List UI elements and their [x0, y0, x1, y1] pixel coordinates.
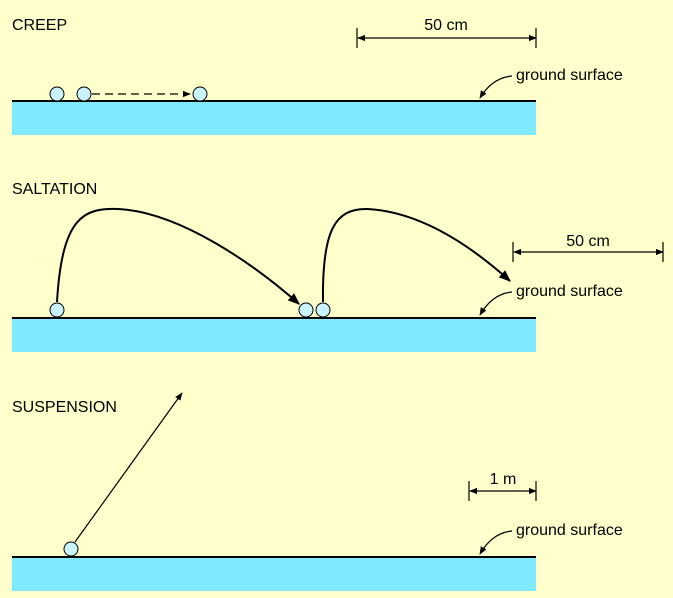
creep-panel: CREEP 50 cm ground surface: [12, 17, 623, 135]
suspension-ground-label: ground surface: [516, 522, 623, 539]
suspension-panel: SUSPENSION 1 m ground surface: [12, 392, 623, 591]
saltation-title: SALTATION: [12, 181, 97, 198]
saltation-panel: SALTATION 50 cm ground surface: [12, 181, 664, 352]
saltation-grain: [49, 302, 65, 318]
creep-grain: [192, 86, 208, 102]
saltation-grain: [298, 302, 314, 318]
suspension-trajectory-arrow: [74, 392, 183, 543]
suspension-ground-label-group: ground surface: [479, 522, 623, 555]
saltation-ground-label-group: ground surface: [479, 283, 623, 316]
suspension-grain: [63, 541, 79, 557]
creep-title: CREEP: [12, 17, 67, 34]
saltation-grain: [315, 302, 331, 318]
creep-ground: [12, 101, 536, 135]
creep-scale-bar: 50 cm: [356, 17, 537, 48]
saltation-ground-pointer-arrow: [479, 291, 513, 316]
saltation-trajectory-1: [56, 207, 300, 305]
suspension-title: SUSPENSION: [12, 399, 117, 416]
creep-grain: [76, 86, 92, 102]
saltation-ground-label: ground surface: [516, 283, 623, 300]
saltation-scale-bar: 50 cm: [512, 233, 664, 262]
saltation-scale-label: 50 cm: [566, 233, 610, 250]
suspension-scale-bar: 1 m: [468, 471, 537, 501]
suspension-scale-label: 1 m: [490, 471, 517, 488]
creep-scale-label: 50 cm: [424, 17, 468, 34]
creep-ground-label: ground surface: [516, 67, 623, 84]
saltation-ground: [12, 318, 536, 352]
creep-ground-pointer-arrow: [479, 75, 513, 99]
saltation-trajectory-2: [321, 207, 511, 303]
creep-ground-label-group: ground surface: [479, 67, 623, 99]
creep-grain: [49, 86, 65, 102]
suspension-ground: [12, 557, 536, 591]
suspension-ground-pointer-arrow: [479, 530, 513, 555]
